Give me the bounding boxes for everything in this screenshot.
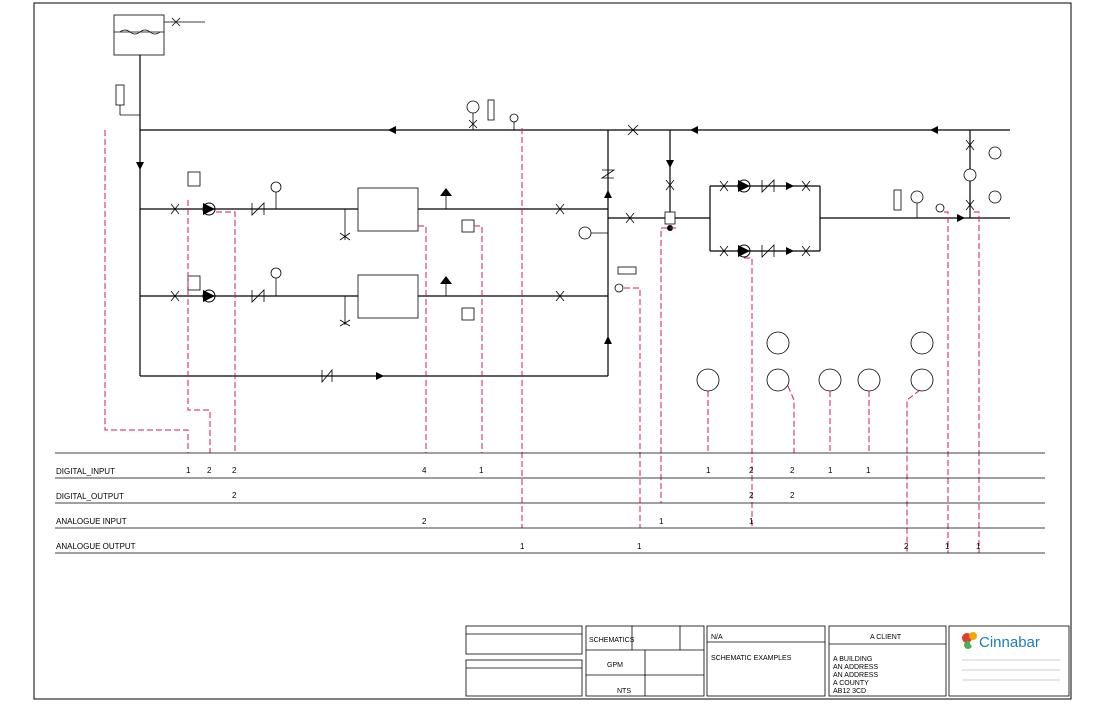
control-wiring bbox=[104, 128, 980, 553]
checked-value: NTS bbox=[617, 688, 631, 695]
row-label-analogue-input: ANALOGUE INPUT bbox=[56, 517, 127, 526]
ao-count: 1 bbox=[520, 542, 525, 551]
ao-count: 1 bbox=[976, 542, 981, 551]
address-line-1: A BUILDING bbox=[833, 656, 872, 663]
row-label-digital-input: DIGITAL_INPUT bbox=[56, 467, 115, 476]
drawn-by-value: GPM bbox=[607, 662, 623, 669]
ai-count: 1 bbox=[749, 517, 754, 526]
ai-count: 1 bbox=[659, 517, 664, 526]
di-count: 1 bbox=[706, 466, 711, 475]
pressure-gauge-icon bbox=[466, 100, 480, 130]
company-name: Cinnabar bbox=[979, 634, 1040, 651]
control-devices bbox=[696, 331, 934, 392]
di-count: 1 bbox=[479, 466, 484, 475]
drawing-no-value: SCHEMATICS bbox=[589, 637, 635, 644]
di-count: 1 bbox=[186, 466, 191, 475]
twin-pump-set bbox=[709, 179, 821, 258]
relief-valve bbox=[115, 84, 140, 116]
di-count: 1 bbox=[828, 466, 833, 475]
temp-sensor-icon bbox=[509, 113, 519, 130]
do-count: 2 bbox=[790, 491, 795, 500]
hydraulic-schematic bbox=[113, 14, 1010, 384]
address-line-3: AN ADDRESS bbox=[833, 672, 878, 679]
pump-circuit-2 bbox=[140, 267, 608, 327]
sheet-border bbox=[33, 2, 1072, 700]
ai-count: 2 bbox=[422, 517, 427, 526]
ao-count: 1 bbox=[945, 542, 950, 551]
io-schedule: DIGITAL_INPUT DIGITAL_OUTPUT ANALOGUE IN… bbox=[55, 452, 1045, 554]
di-count: 2 bbox=[207, 466, 212, 475]
address-line-2: AN ADDRESS bbox=[833, 664, 878, 671]
drawing-title-value: SCHEMATIC EXAMPLES bbox=[711, 655, 792, 662]
di-count: 2 bbox=[749, 466, 754, 475]
di-count: 1 bbox=[866, 466, 871, 475]
ao-count: 2 bbox=[904, 542, 909, 551]
expansion-tank bbox=[113, 14, 205, 130]
client-value: A CLIENT bbox=[870, 634, 902, 641]
do-count: 2 bbox=[232, 491, 237, 500]
di-count: 2 bbox=[790, 466, 795, 475]
row-label-analogue-output: ANALOGUE OUTPUT bbox=[56, 542, 136, 551]
di-count: 4 bbox=[422, 466, 427, 475]
thermometer-icon bbox=[487, 99, 495, 121]
site-value: N/A bbox=[711, 634, 723, 641]
company-logo bbox=[962, 632, 977, 649]
address-line-4: A COUNTY bbox=[833, 680, 869, 687]
di-count: 2 bbox=[232, 466, 237, 475]
row-label-digital-output: DIGITAL_OUTPUT bbox=[56, 492, 124, 501]
ao-count: 1 bbox=[637, 542, 642, 551]
address-line-5: AB12 3CD bbox=[833, 688, 866, 695]
do-count: 2 bbox=[749, 491, 754, 500]
pump-circuit-1 bbox=[140, 171, 608, 241]
title-block: SCHEMATICS GPM NTS N/A SCHEMATIC EXAMPLE… bbox=[465, 625, 1070, 697]
